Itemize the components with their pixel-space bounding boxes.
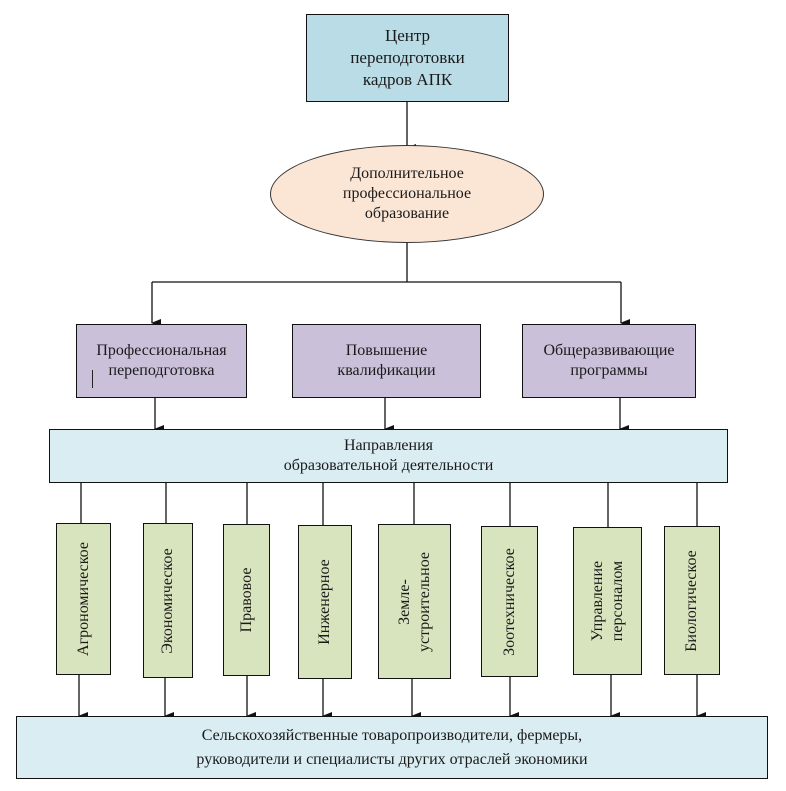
program-label: Общеразвивающие программы — [543, 342, 675, 379]
program-label: Повышение квалификации — [337, 342, 436, 379]
text-cursor — [92, 370, 93, 388]
direction-box-biological: Биологическое — [664, 526, 720, 675]
direction-box-personnel-management: Управление персоналом — [573, 527, 642, 675]
direction-label: Управление персоналом — [588, 560, 626, 642]
program-label: Профессиональная переподготовка — [96, 342, 227, 379]
direction-label: Биологическое — [683, 549, 700, 652]
direction-box-legal: Правовое — [223, 524, 270, 676]
direction-label: Зоотехническое — [500, 547, 518, 656]
center-box: Центр переподготовки кадров АПК — [306, 14, 509, 102]
direction-box-zootechnical: Зоотехническое — [481, 526, 538, 677]
program-box-general: Общеразвивающие программы — [522, 324, 696, 398]
direction-label: Земле- устроительное — [395, 551, 433, 652]
audience-label: Сельскохозяйственные товаропроизводители… — [196, 726, 588, 768]
direction-box-land-management: Земле- устроительное — [378, 524, 451, 679]
direction-label: Экономическое — [159, 547, 176, 654]
direction-label: Инженерное — [316, 559, 333, 645]
direction-label: Агрономическое — [74, 542, 92, 656]
program-box-qualification: Повышение квалификации — [292, 324, 481, 398]
audience-box: Сельскохозяйственные товаропроизводители… — [16, 716, 768, 779]
direction-box-economic: Экономическое — [143, 523, 193, 678]
direction-box-engineering: Инженерное — [298, 525, 352, 679]
direction-label: Правовое — [237, 567, 255, 633]
dpo-label: Дополнительное профессиональное образова… — [342, 165, 472, 222]
direction-box-agronomic: Агрономическое — [56, 523, 111, 675]
dpo-ellipse: Дополнительное профессиональное образова… — [270, 145, 544, 243]
directions-header-box: Направления образовательной деятельности — [49, 429, 728, 483]
program-box-professional-retraining: Профессиональная переподготовка — [76, 324, 247, 398]
directions-header-label: Направления образовательной деятельности — [283, 437, 494, 474]
center-label: Центр переподготовки кадров АПК — [350, 26, 465, 89]
